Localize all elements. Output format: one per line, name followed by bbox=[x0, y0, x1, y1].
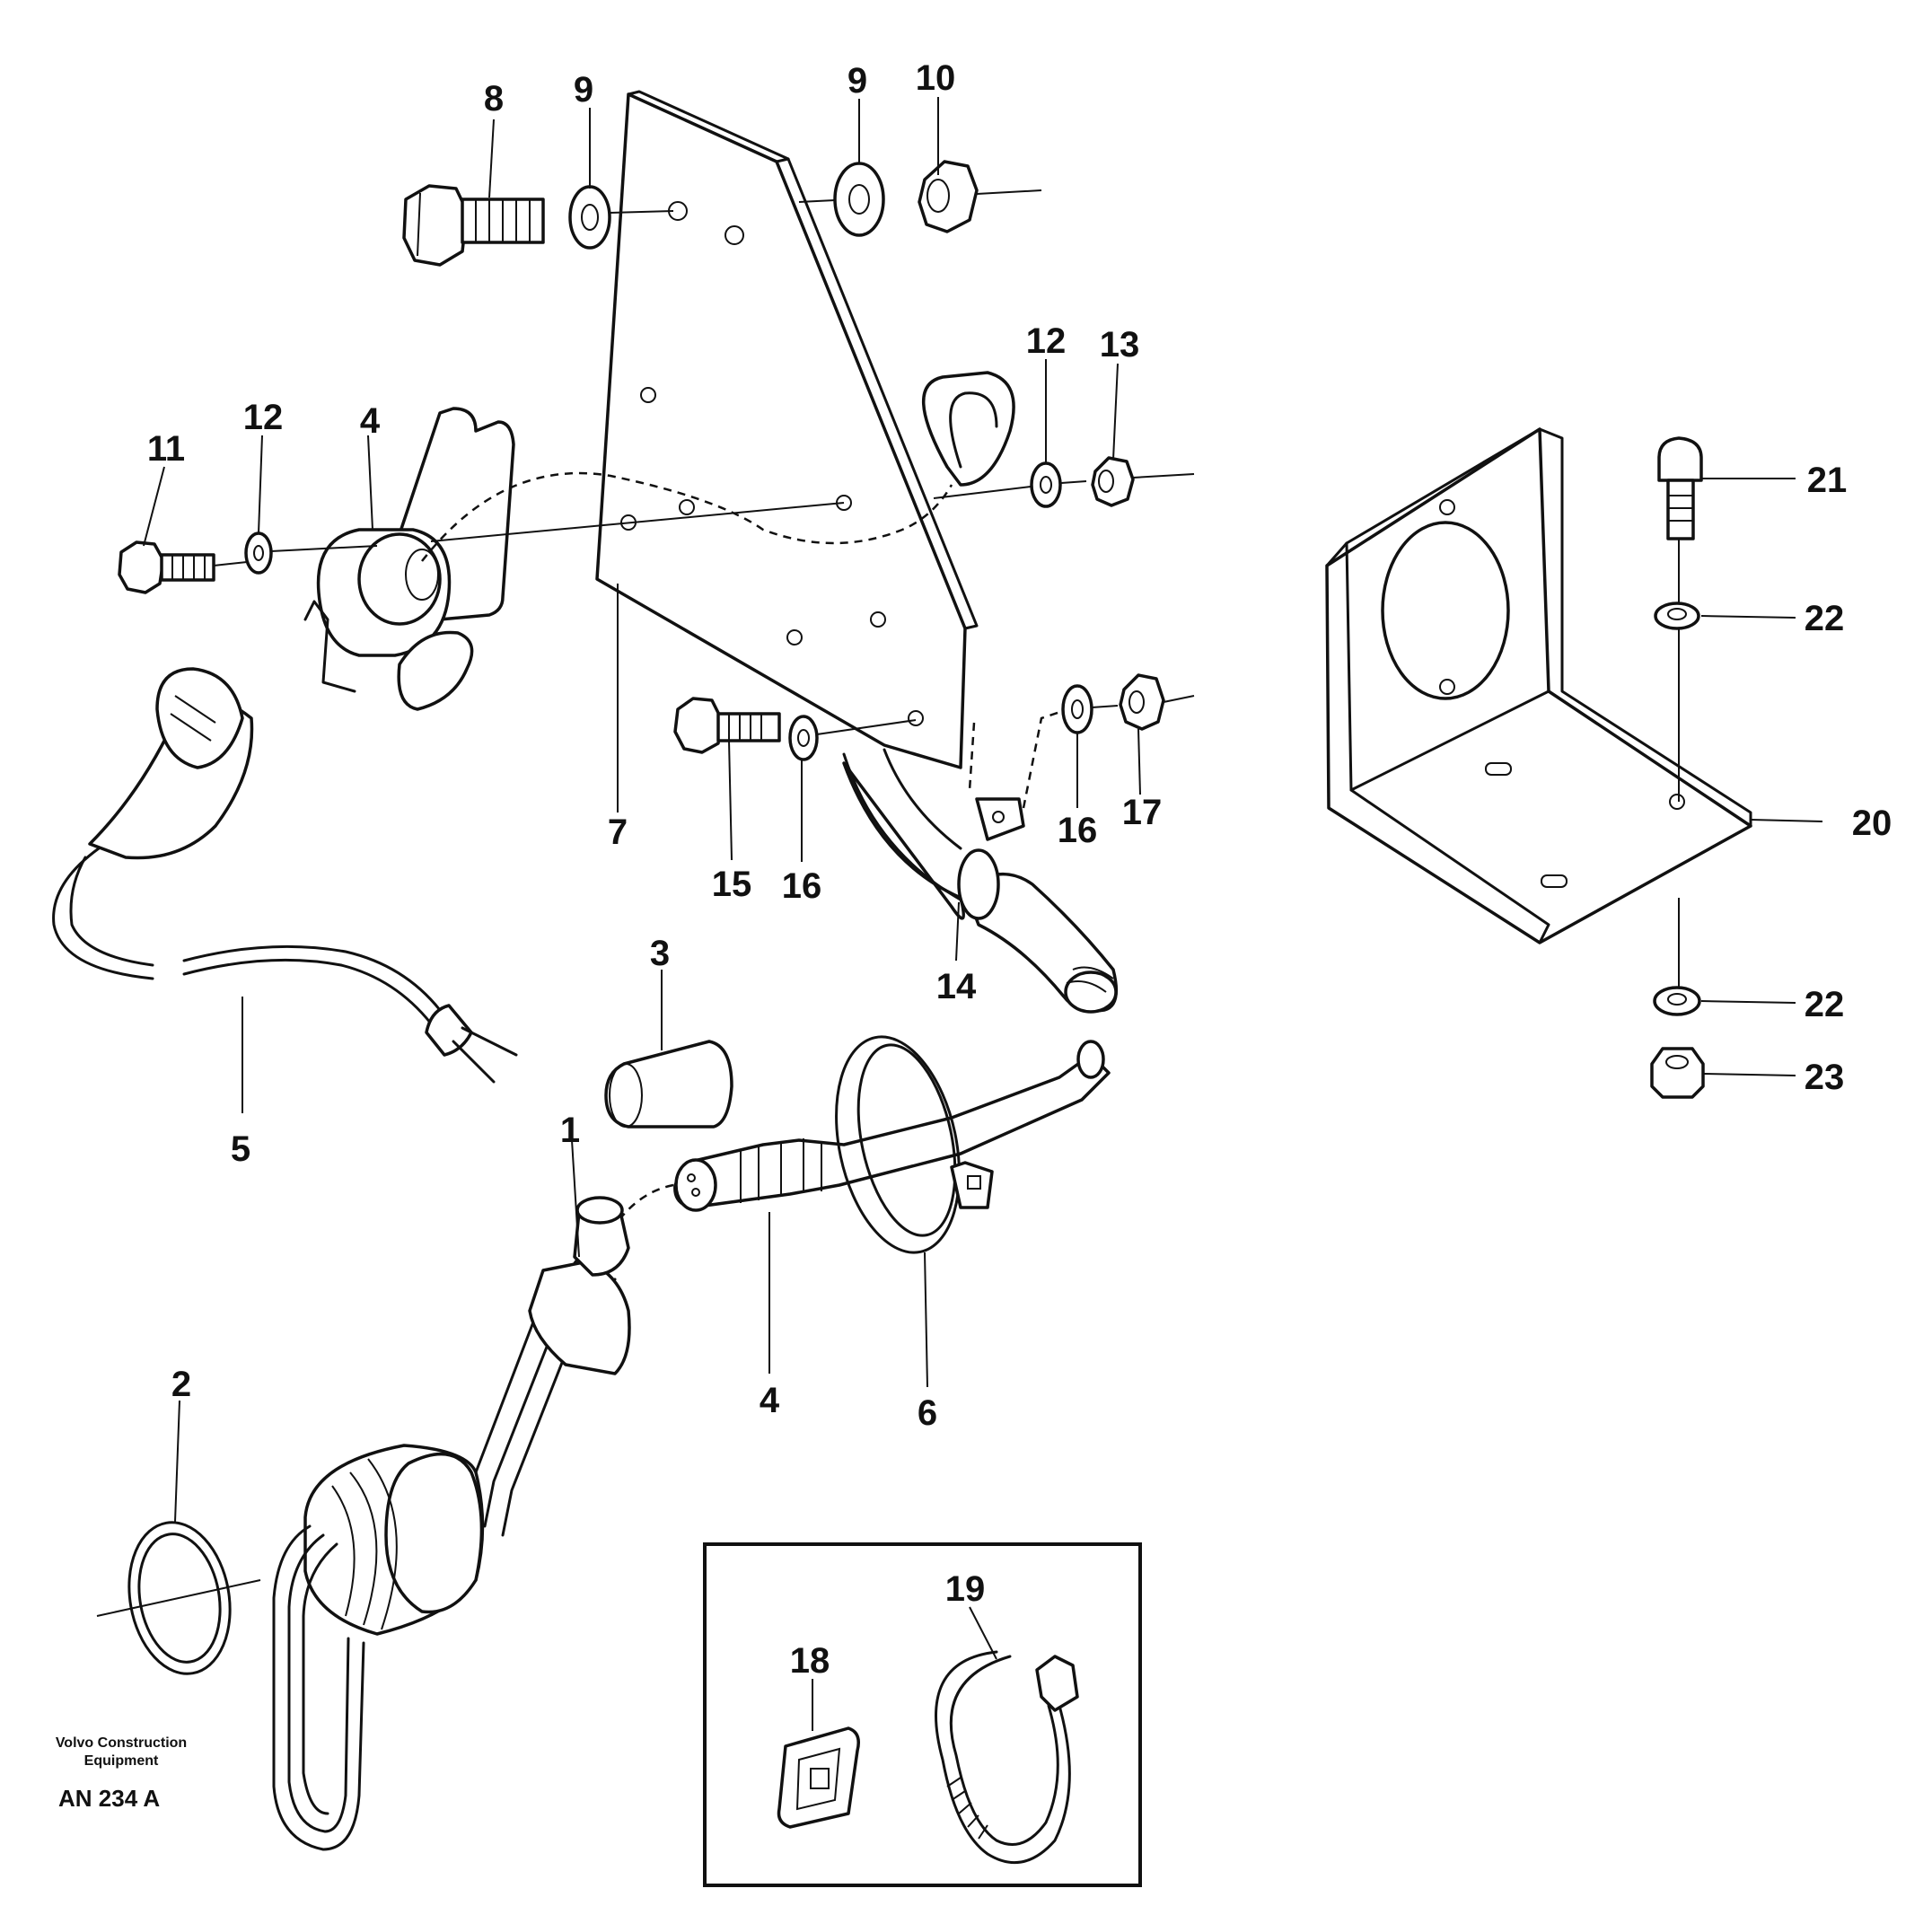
washer-16-lower bbox=[788, 715, 819, 761]
socket-cable-loop bbox=[421, 371, 1015, 562]
callout-22b: 22 bbox=[1805, 985, 1845, 1024]
callout-6: 6 bbox=[918, 1393, 937, 1433]
nut-10 bbox=[918, 160, 979, 233]
callout-7: 7 bbox=[608, 812, 628, 852]
callout-22a: 22 bbox=[1805, 599, 1845, 638]
cable-tie-19 bbox=[935, 1650, 1079, 1865]
callout-5: 5 bbox=[231, 1129, 250, 1169]
callout-18: 18 bbox=[790, 1641, 830, 1681]
screw-21 bbox=[1657, 436, 1703, 540]
nut-13 bbox=[1091, 456, 1135, 507]
callout-4a: 4 bbox=[360, 401, 381, 441]
bolt-8 bbox=[402, 184, 545, 267]
nut-17 bbox=[1119, 673, 1165, 731]
callout-20: 20 bbox=[1852, 804, 1892, 843]
leader-lines bbox=[143, 97, 1823, 1731]
o-ring-2 bbox=[96, 1521, 261, 1675]
bracket-20 bbox=[1325, 427, 1752, 944]
cable-tie-6 bbox=[835, 1035, 994, 1254]
maker-line-2: Equipment bbox=[84, 1753, 159, 1769]
callout-labels: 8 9 9 10 12 13 11 12 4 7 15 16 16 17 14 … bbox=[147, 58, 1892, 1681]
heater-element-1 bbox=[272, 1196, 631, 1851]
callout-2: 2 bbox=[171, 1365, 191, 1404]
callout-14: 14 bbox=[936, 967, 977, 1006]
inset-box bbox=[703, 1542, 1142, 1887]
washer-22-upper bbox=[1654, 602, 1700, 630]
callout-9a: 9 bbox=[574, 70, 593, 110]
callout-11: 11 bbox=[147, 429, 185, 469]
socket-4-upper bbox=[303, 407, 515, 711]
connector-4-lower bbox=[673, 1040, 1111, 1212]
washer-16-upper bbox=[1061, 684, 1093, 734]
hose-clamp-14 bbox=[842, 748, 1119, 1014]
maker-line-1: Volvo Construction bbox=[56, 1735, 187, 1751]
washer-22-lower bbox=[1653, 986, 1701, 1016]
washer-9-left bbox=[568, 185, 611, 250]
washer-12-left bbox=[244, 531, 273, 575]
callout-8: 8 bbox=[484, 79, 504, 119]
callout-12a: 12 bbox=[1026, 321, 1067, 361]
callout-16a: 16 bbox=[782, 866, 822, 906]
callout-17: 17 bbox=[1122, 793, 1163, 832]
bolt-11 bbox=[118, 540, 215, 594]
callout-10: 10 bbox=[916, 58, 956, 98]
mounting-plate-7 bbox=[595, 90, 979, 769]
cable-plug-5 bbox=[52, 667, 518, 1084]
clip-18 bbox=[777, 1726, 860, 1829]
bolt-15 bbox=[673, 697, 781, 754]
document-id: AN 234 A bbox=[58, 1785, 160, 1812]
washer-9-right bbox=[833, 162, 885, 237]
callout-12b: 12 bbox=[243, 398, 284, 437]
callout-15: 15 bbox=[712, 865, 752, 904]
callout-21: 21 bbox=[1807, 461, 1848, 500]
callout-23: 23 bbox=[1805, 1058, 1845, 1097]
callout-13: 13 bbox=[1100, 325, 1140, 365]
callout-19: 19 bbox=[945, 1569, 986, 1609]
maker-block: Volvo Construction Equipment AN 234 A bbox=[56, 1735, 187, 1812]
sleeve-3 bbox=[604, 1040, 733, 1129]
callout-9b: 9 bbox=[847, 61, 867, 101]
callout-3: 3 bbox=[650, 934, 670, 973]
callout-1: 1 bbox=[560, 1111, 580, 1150]
callout-4b: 4 bbox=[760, 1381, 780, 1420]
washer-12-right bbox=[1030, 461, 1062, 508]
nut-23 bbox=[1650, 1047, 1705, 1099]
callout-16b: 16 bbox=[1058, 811, 1098, 850]
